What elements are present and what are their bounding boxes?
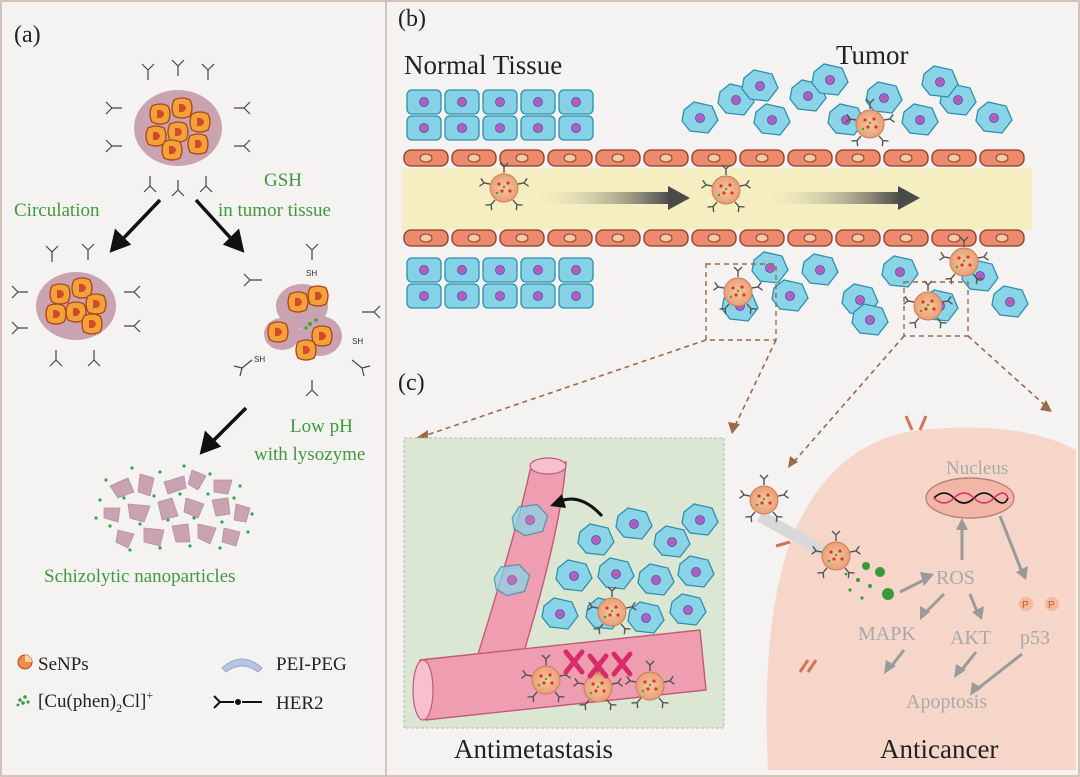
label-apoptosis: Apoptosis <box>906 691 987 713</box>
sh-label-1: SH <box>306 269 317 278</box>
label-p53: p53 <box>1020 627 1050 649</box>
endocytosis-channel <box>757 510 835 562</box>
flow-arrow-2 <box>760 186 920 210</box>
curved-arrowhead <box>550 494 566 508</box>
phospho-badges: P P <box>1019 597 1059 611</box>
sh-label-2: SH <box>254 355 265 364</box>
label-schizolytic: Schizolytic nanoparticles <box>44 566 236 587</box>
label-with-lysozyme: with lysozyme <box>254 444 365 465</box>
arrow-circulation <box>109 198 162 253</box>
cu-complex-dots <box>94 464 254 552</box>
label-tumor: Tumor <box>836 40 909 70</box>
label-gsh: GSH <box>264 170 302 191</box>
sh-label-3: SH <box>352 337 363 346</box>
label-low-ph: Low pH <box>290 416 353 437</box>
released-cu-dots <box>844 562 894 600</box>
her2-icon <box>213 695 262 709</box>
legend-pei-peg: PEI-PEG <box>276 654 347 675</box>
callout-box-right <box>903 281 969 337</box>
legend: SeNPs [Cu(phen)2Cl]+ PEI-PEG HER2 <box>16 654 347 715</box>
nanoparticle-circulation <box>11 243 141 367</box>
flow-arrow-1 <box>530 186 690 210</box>
receptors <box>775 415 928 673</box>
pink-vessel-end <box>412 659 434 721</box>
arrow-gsh <box>194 198 245 253</box>
arrow-lowph <box>199 406 248 455</box>
panel-a-label: (a) <box>14 22 41 48</box>
label-in-tumor-tissue: in tumor tissue <box>218 200 331 221</box>
nanoparticle-intact <box>105 59 251 197</box>
block-marks <box>563 649 633 679</box>
label-antimetastasis: Antimetastasis <box>454 734 613 764</box>
label-normal-tissue: Normal Tissue <box>404 50 562 80</box>
dna-strand-2 <box>933 492 1009 504</box>
senps-icon <box>17 654 33 670</box>
label-nucleus: Nucleus <box>946 458 1008 479</box>
pei-peg-icon <box>221 658 263 673</box>
panel-b-label: (b) <box>398 6 426 32</box>
pathway-arrowheads <box>884 518 1028 696</box>
nanoparticle-gsh: SH SH SH <box>233 243 381 397</box>
svg-text:P: P <box>1048 600 1055 611</box>
dashed-arrows <box>423 335 1049 465</box>
legend-senps: SeNPs <box>38 654 89 675</box>
legend-cu-complex: [Cu(phen)2Cl]+ <box>38 688 153 715</box>
nucleus <box>925 477 1015 519</box>
label-mapk: MAPK <box>858 623 916 645</box>
svg-text:P: P <box>1022 600 1029 611</box>
cu-complex-icon <box>16 695 30 707</box>
schizolytic-fragments <box>103 469 251 549</box>
label-circulation: Circulation <box>14 200 100 221</box>
callout-box-left <box>705 263 777 341</box>
label-akt: AKT <box>950 627 991 649</box>
label-anticancer: Anticancer <box>880 734 998 764</box>
legend-her2: HER2 <box>276 693 324 714</box>
pink-vessel-opening <box>529 457 567 475</box>
panel-c-label: (c) <box>398 370 425 396</box>
label-ros: ROS <box>936 567 975 589</box>
